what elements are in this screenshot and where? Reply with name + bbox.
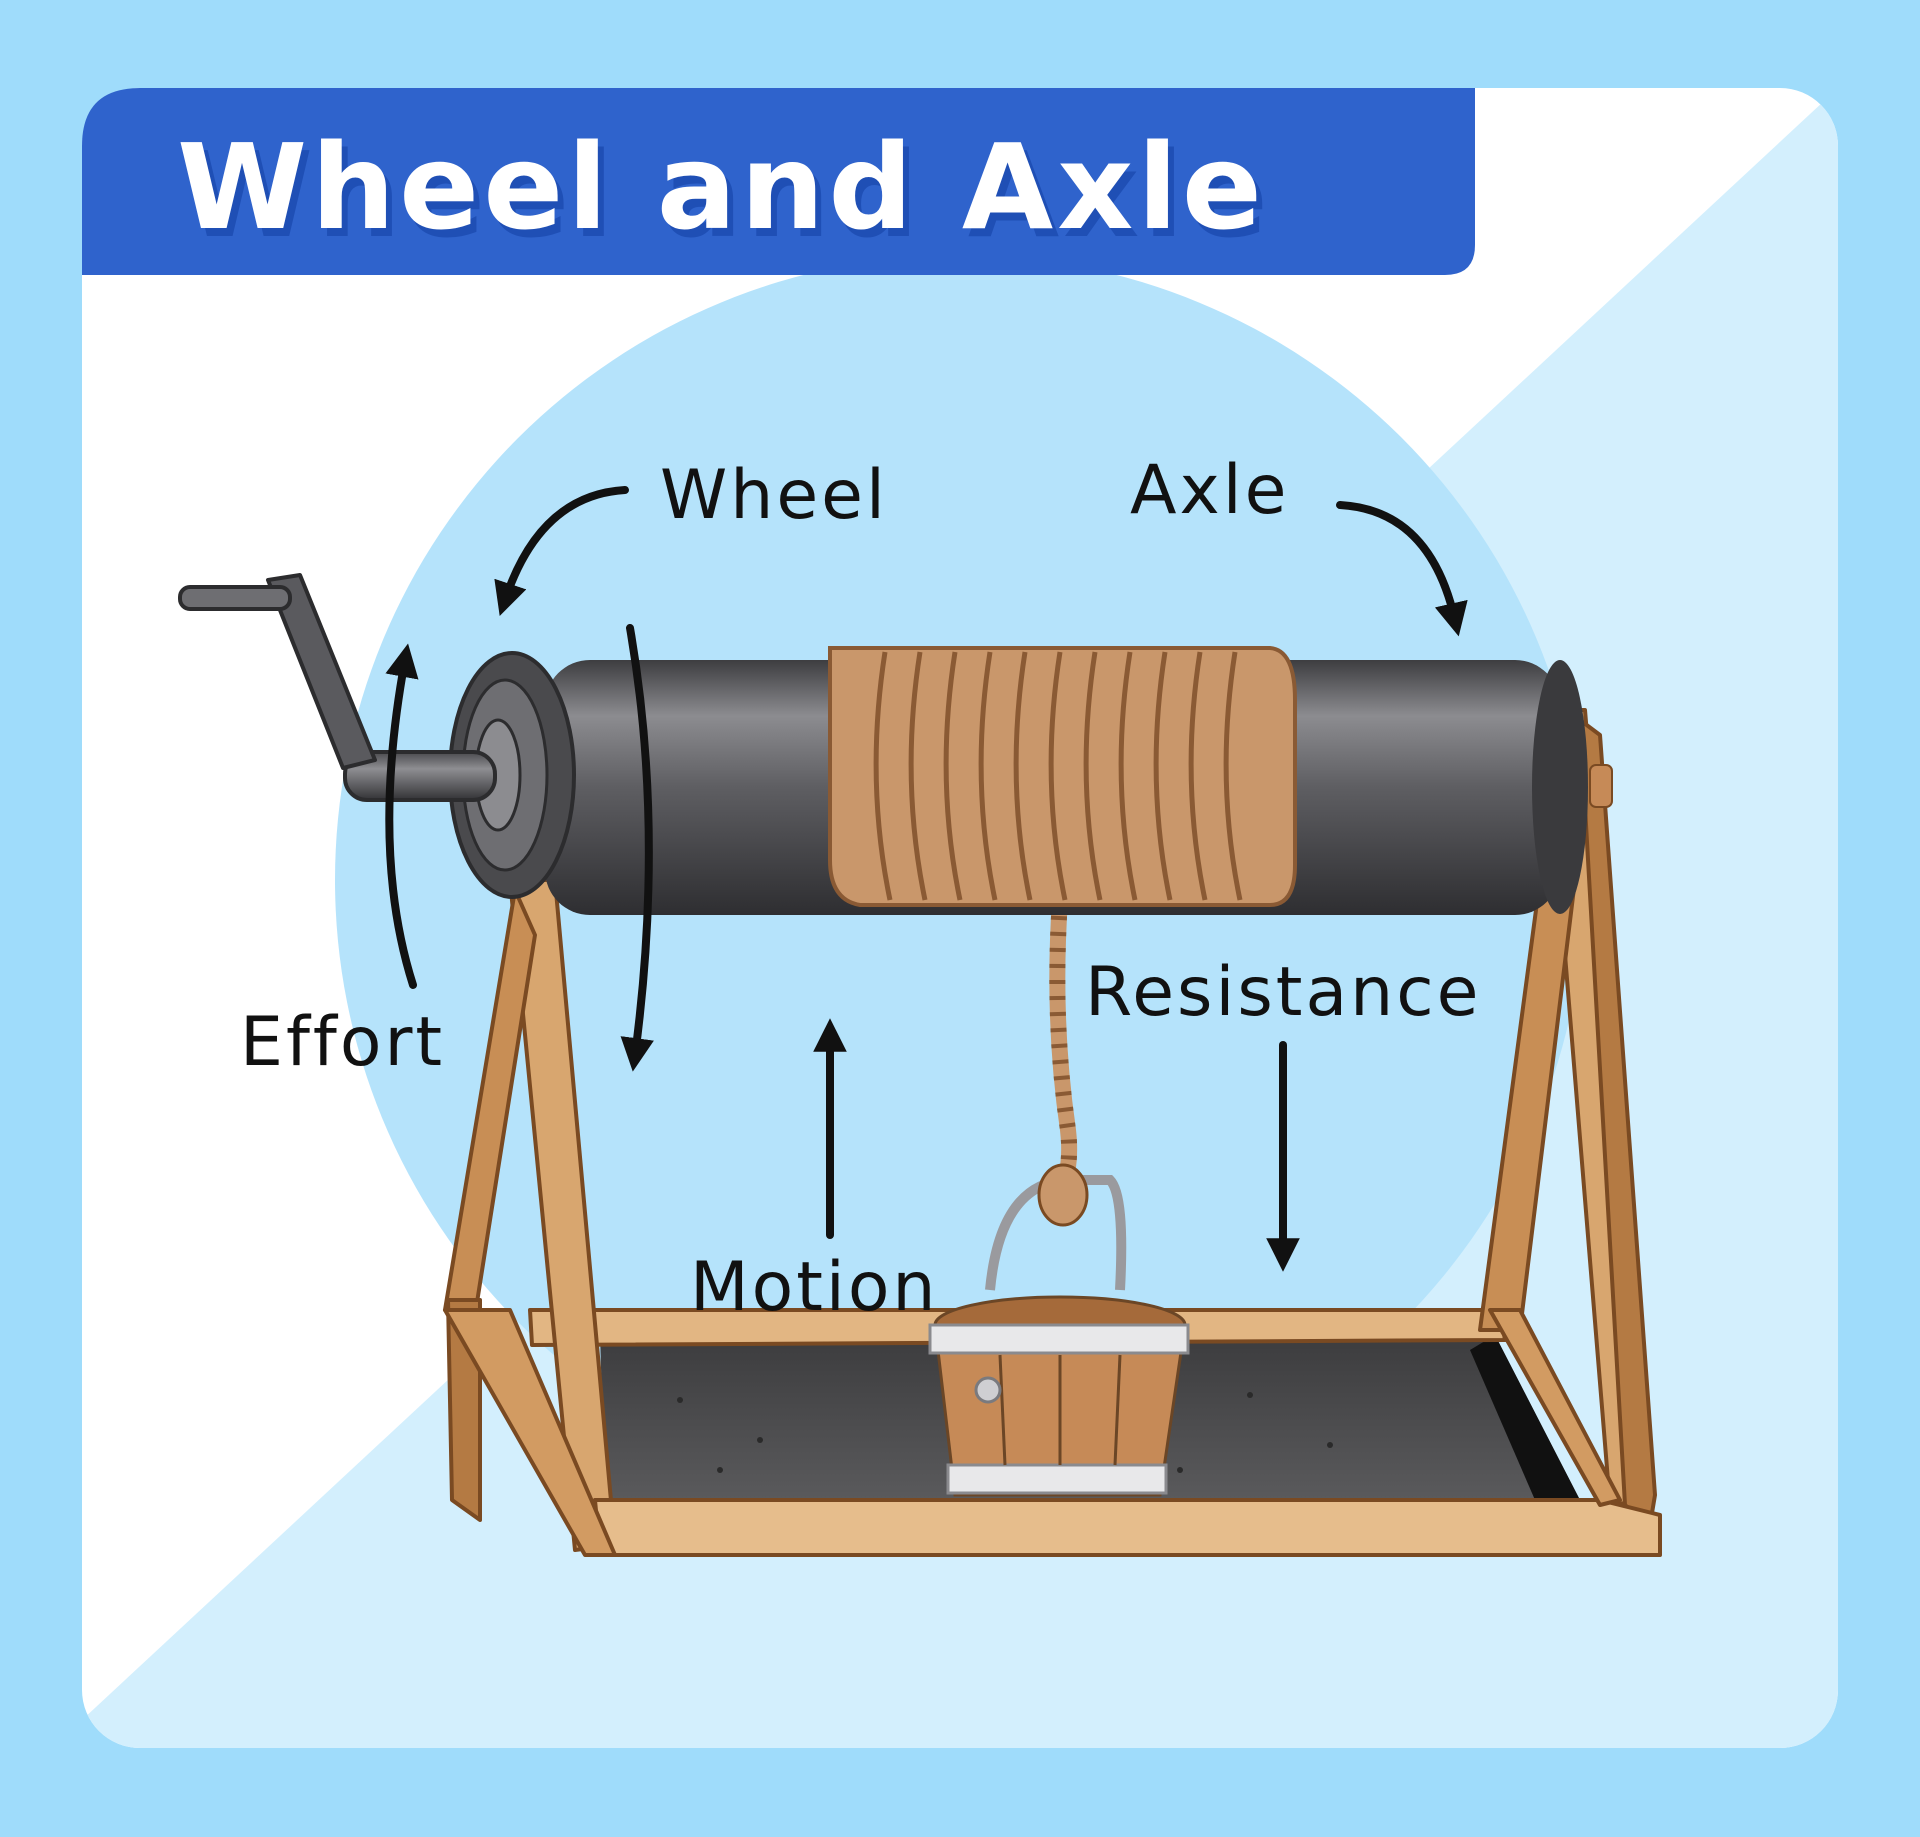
resistance-label: Resistance	[1085, 953, 1481, 1032]
wheel-label: Wheel	[660, 456, 888, 535]
motion-label: Motion	[690, 1248, 939, 1327]
axle-label: Axle	[1130, 451, 1290, 530]
page-title: Wheel and Axle	[177, 118, 1266, 256]
effort-label: Effort	[240, 1003, 445, 1082]
rope-coil	[830, 648, 1295, 905]
